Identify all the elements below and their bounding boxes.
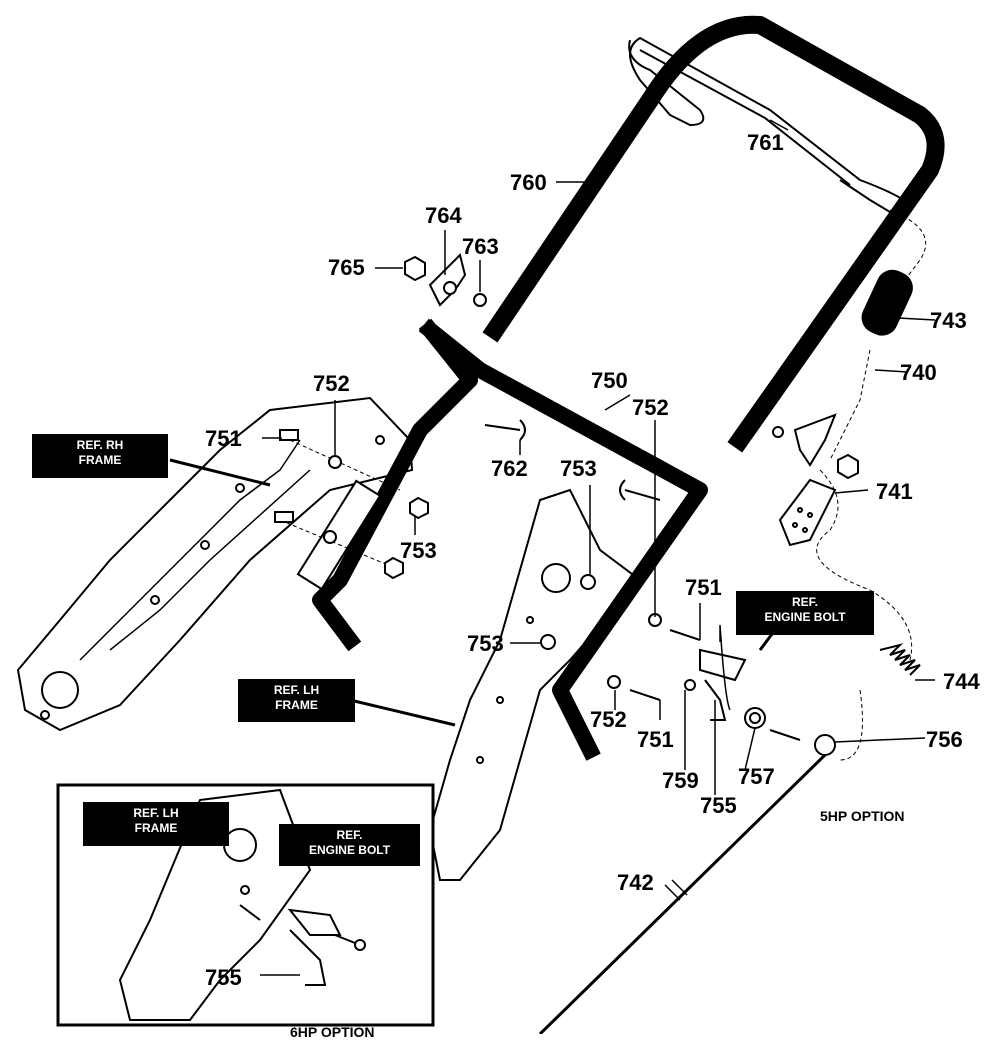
part-number-751: 751 bbox=[637, 727, 674, 752]
reference-lines bbox=[279, 209, 927, 761]
inset-lh-frame bbox=[118, 788, 366, 1021]
callout-line: ENGINE BOLT bbox=[764, 610, 846, 624]
callout-ref-engine-bolt: REF. ENGINE BOLT bbox=[736, 591, 874, 635]
cable-break-mark bbox=[664, 879, 688, 901]
part-number-765: 765 bbox=[328, 255, 365, 280]
part-number-752: 752 bbox=[632, 395, 669, 420]
callout-ref-lh-frame: REF. LH FRAME bbox=[238, 679, 355, 722]
part-number-753: 753 bbox=[467, 631, 504, 656]
handle-knob-left bbox=[404, 253, 859, 480]
part-number-763: 763 bbox=[462, 234, 499, 259]
part-number-755: 755 bbox=[205, 965, 242, 990]
part-number-742: 742 bbox=[617, 870, 654, 895]
part-number-751: 751 bbox=[685, 575, 722, 600]
callout-line: REF. LH bbox=[133, 806, 179, 820]
leader-lines bbox=[262, 119, 936, 795]
callout-line: REF. LH bbox=[273, 683, 320, 697]
part-number-756: 756 bbox=[926, 727, 963, 752]
control-bail-761 bbox=[628, 36, 912, 217]
part-number-753: 753 bbox=[560, 456, 597, 481]
callout-ref-rh-frame: REF. RH FRAME bbox=[32, 434, 168, 478]
upper-handle-760 bbox=[482, 15, 945, 453]
part-number-759: 759 bbox=[662, 768, 699, 793]
part-number-741: 741 bbox=[876, 479, 913, 504]
lower-handle-750 bbox=[312, 318, 708, 761]
spring-and-plate bbox=[778, 269, 921, 676]
part-number-744: 744 bbox=[943, 669, 980, 694]
part-number-762: 762 bbox=[491, 456, 528, 481]
part-number-751: 751 bbox=[205, 426, 242, 451]
callout-line: REF. RH bbox=[76, 438, 124, 452]
callout-line: ENGINE BOLT bbox=[308, 843, 391, 857]
part-number-752: 752 bbox=[590, 707, 627, 732]
part-number-757: 757 bbox=[738, 764, 775, 789]
callout-line: FRAME bbox=[78, 453, 122, 467]
note-6hp-option: 6HP OPTION bbox=[290, 1024, 375, 1040]
callout-line: REF. bbox=[791, 595, 818, 609]
part-number-761: 761 bbox=[747, 130, 784, 155]
part-number-760: 760 bbox=[510, 170, 547, 195]
part-number-752: 752 bbox=[313, 371, 350, 396]
note-5hp-option: 5HP OPTION bbox=[820, 808, 905, 824]
callout-line: FRAME bbox=[134, 821, 178, 835]
carriage-bolts bbox=[484, 419, 661, 501]
part-number-750: 750 bbox=[591, 368, 628, 393]
callout-line: FRAME bbox=[275, 698, 318, 712]
part-number-740: 740 bbox=[900, 360, 937, 385]
part-number-755: 755 bbox=[700, 793, 737, 818]
part-number-743: 743 bbox=[930, 308, 967, 333]
part-number-764: 764 bbox=[425, 203, 462, 228]
callout-line: REF. bbox=[336, 828, 363, 842]
part-number-753: 753 bbox=[400, 538, 437, 563]
callout-inset-ref-lh-frame: REF. LH FRAME bbox=[83, 802, 229, 846]
callout-inset-ref-engine-bolt: REF. ENGINE BOLT bbox=[279, 824, 420, 866]
cable-742 bbox=[538, 753, 827, 1034]
handle-sleeve bbox=[296, 479, 382, 591]
